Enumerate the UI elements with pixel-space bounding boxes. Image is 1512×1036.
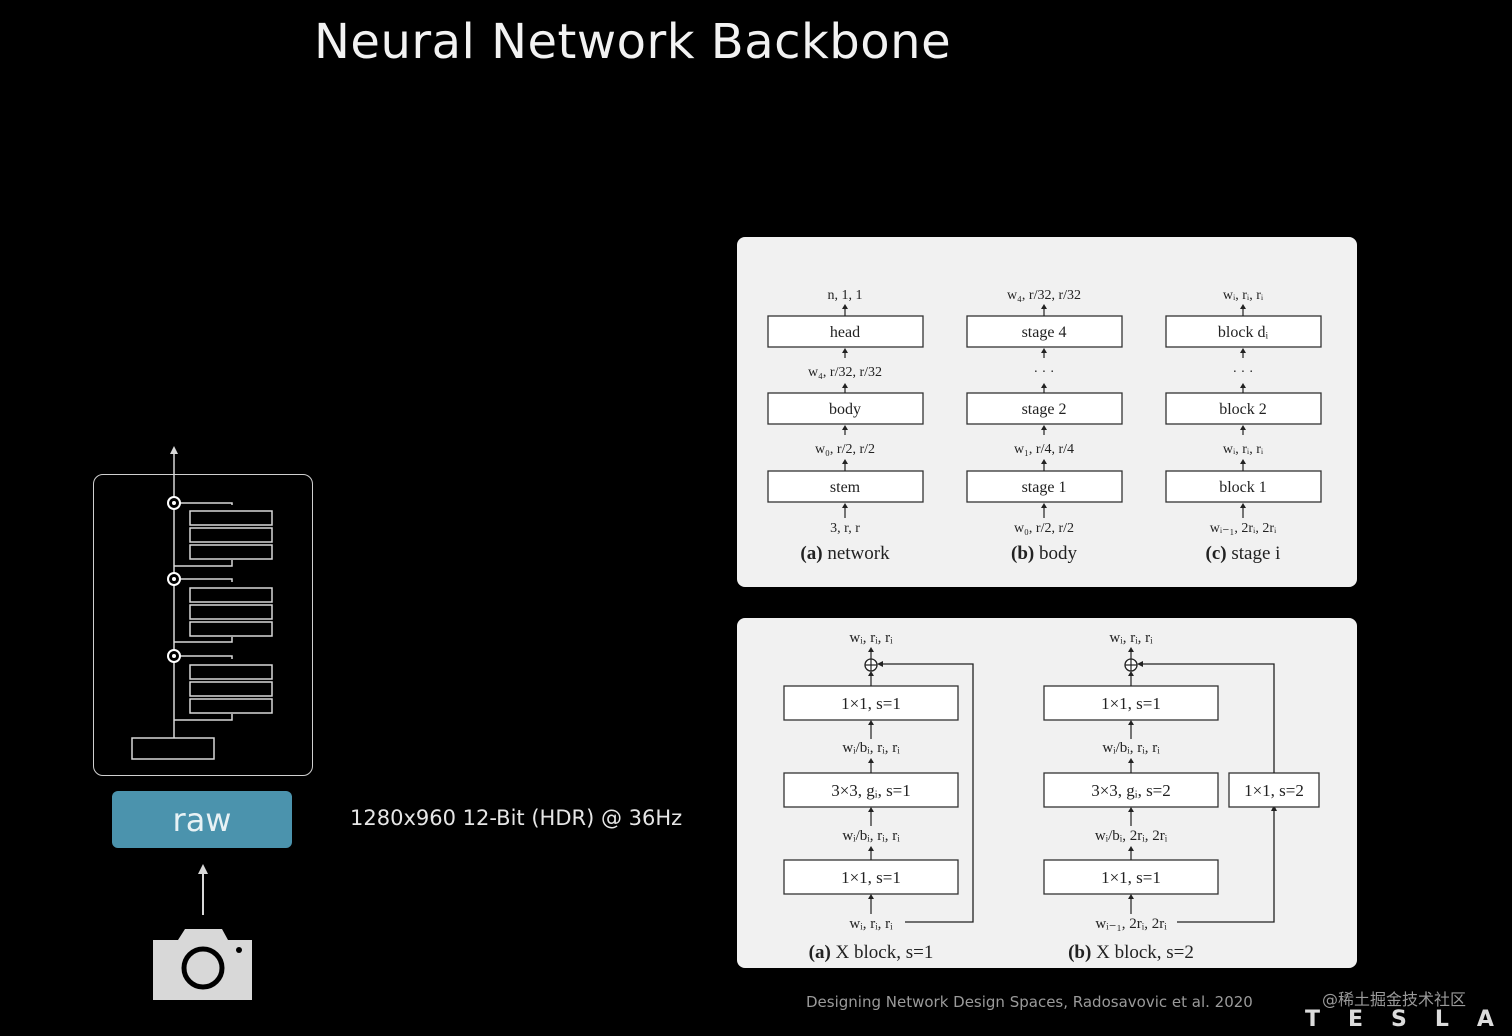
network-caption: (a) network: [800, 543, 890, 564]
stage-label-1: · · ·: [1233, 365, 1254, 380]
column-stage: wᵢ, rᵢ, rᵢ · · · wᵢ, rᵢ, rᵢ wᵢ₋₁, 2rᵢ, 2rᵢ b…: [1165, 288, 1322, 564]
network-block-label-2: stem: [830, 479, 861, 496]
xblock2-label-1: wᵢ/bᵢ, rᵢ, rᵢ: [1102, 740, 1160, 756]
body-label-1: · · ·: [1034, 365, 1055, 380]
body-label-3: w₀, r/2, r/2: [1014, 521, 1074, 536]
xblock1-label-0: wᵢ, rᵢ, rᵢ: [849, 630, 893, 646]
page-title: Neural Network Backbone: [314, 14, 952, 70]
body-block-label-2: stage 1: [1022, 479, 1067, 496]
raw-input-box: raw: [112, 791, 292, 848]
citation: Designing Network Design Spaces, Radosav…: [806, 993, 1253, 1011]
network-label-0: n, 1, 1: [828, 288, 863, 303]
network-schematic: [131, 446, 273, 1000]
stage-label-0: wᵢ, rᵢ, rᵢ: [1223, 288, 1264, 303]
network-block-label-1: body: [829, 401, 861, 418]
anynet-structure-diagram: n, 1, 1 w₄, r/32, r/32 w₀, r/2, r/2 3, r, r…: [767, 288, 1322, 564]
stage-block-label-0: block dᵢ: [1218, 324, 1269, 341]
xblock2-block-label-0: 1×1, s=1: [1101, 694, 1161, 713]
stage-caption: (c) stage i: [1206, 543, 1281, 564]
watermark: @稀土掘金技术社区: [1322, 990, 1467, 1009]
stage-block-label-2: block 1: [1219, 479, 1267, 496]
stage-label-3: wᵢ₋₁, 2rᵢ, 2rᵢ: [1210, 521, 1277, 536]
stage-block-label-1: block 2: [1219, 401, 1267, 418]
xblock2-side-block: [1228, 772, 1320, 808]
xblock2-block-1: [1043, 772, 1219, 808]
xblock1-label-3: wᵢ, rᵢ, rᵢ: [849, 916, 893, 932]
column-network: n, 1, 1 w₄, r/32, r/32 w₀, r/2, r/2 3, r, r…: [767, 288, 924, 564]
arrow-up-icon: [198, 864, 208, 915]
xblock1-label-2: wᵢ/bᵢ, rᵢ, rᵢ: [842, 828, 900, 844]
brand-logo: TESLA: [1305, 1007, 1512, 1032]
stage-label-2: wᵢ, rᵢ, rᵢ: [1223, 442, 1264, 457]
anynet-structure-panel: n, 1, 1 w₄, r/32, r/32 w₀, r/2, r/2 3, r, r…: [737, 237, 1357, 587]
xblock2-label-0: wᵢ, rᵢ, rᵢ: [1109, 630, 1153, 646]
xblock2-label-3: wᵢ₋₁, 2rᵢ, 2rᵢ: [1095, 916, 1167, 932]
stage-block-0: [1165, 315, 1322, 348]
body-block-label-0: stage 4: [1022, 324, 1067, 341]
xblock2-block-label-2: 1×1, s=1: [1101, 868, 1161, 887]
xblock2-block-0: [1043, 685, 1219, 721]
camera-spec: 1280x960 12-Bit (HDR) @ 36Hz: [350, 806, 683, 830]
column-body: w₄, r/32, r/32 · · · w₁, r/4, r/4 w₀, r/2, …: [966, 288, 1123, 564]
network-label-3: 3, r, r: [830, 521, 860, 536]
xblock2-label-2: wᵢ/bᵢ, 2rᵢ, 2rᵢ: [1095, 828, 1168, 844]
xblock2-block-label-1: 3×3, gᵢ, s=2: [1091, 781, 1171, 800]
body-label-0: w₄, r/32, r/32: [1007, 288, 1081, 303]
column-xblock2: wᵢ, rᵢ, rᵢ wᵢ/bᵢ, rᵢ, rᵢ wᵢ/bᵢ, 2rᵢ, 2rᵢ wᵢ…: [1043, 630, 1219, 963]
network-schematic-frame: [93, 474, 313, 776]
body-caption: (b) body: [1011, 543, 1077, 564]
body-label-2: w₁, r/4, r/4: [1014, 442, 1074, 457]
network-label-2: w₀, r/2, r/2: [815, 442, 875, 457]
network-block-label-0: head: [830, 324, 860, 341]
body-block-label-1: stage 2: [1022, 401, 1067, 418]
column-xblock1: wᵢ, rᵢ, rᵢ wᵢ/bᵢ, rᵢ, rᵢ wᵢ/bᵢ, rᵢ, rᵢ wᵢ, …: [783, 630, 959, 963]
stage-block-1: [1165, 392, 1322, 425]
xblock1-label-1: wᵢ/bᵢ, rᵢ, rᵢ: [842, 740, 900, 756]
network-label-1: w₄, r/32, r/32: [808, 365, 882, 380]
xblock1-block-label-0: 1×1, s=1: [841, 694, 901, 713]
camera-icon: [153, 929, 252, 1000]
xblock1-block-label-2: 1×1, s=1: [841, 868, 901, 887]
xblock1-block-label-1: 3×3, gᵢ, s=1: [831, 781, 911, 800]
xblock2-side-block-label: 1×1, s=2: [1244, 781, 1304, 800]
xblock2-caption: (b) X block, s=2: [1068, 942, 1194, 963]
xblock1-caption: (a) X block, s=1: [809, 942, 934, 963]
